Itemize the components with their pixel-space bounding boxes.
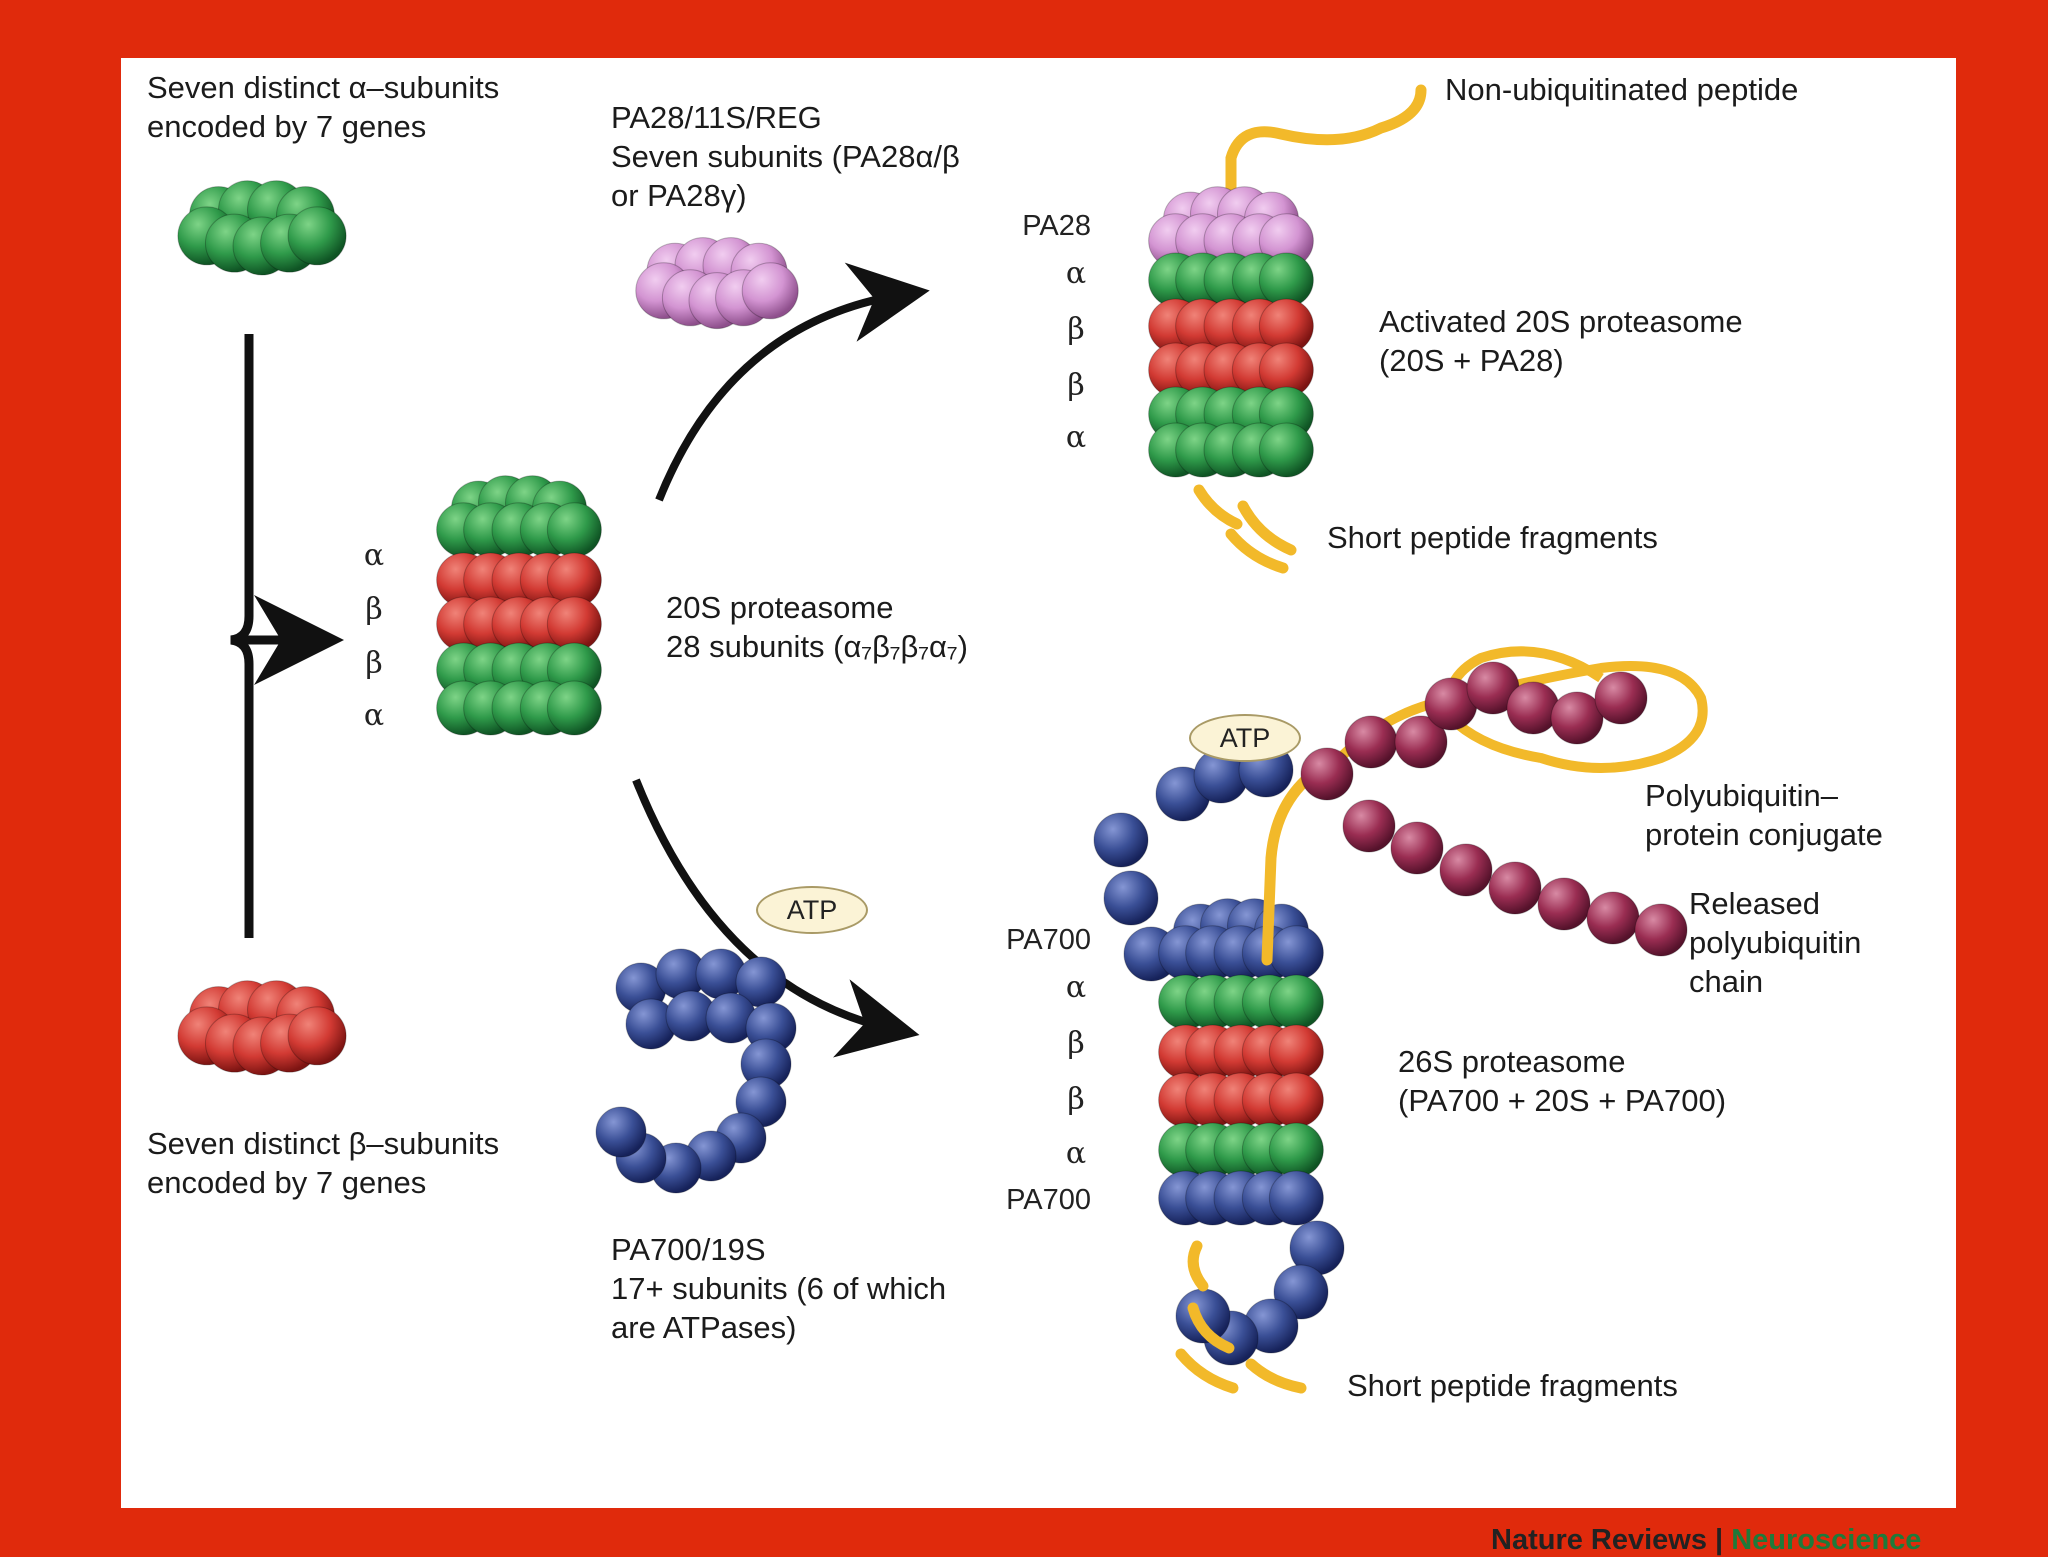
beta-ring-cluster — [177, 980, 347, 1076]
ubiquitin-ball — [1390, 821, 1444, 875]
alpha-ring-ball — [546, 502, 602, 558]
pa700-lid-ball — [1103, 870, 1159, 926]
pa700-cluster — [595, 948, 797, 1194]
stack-activated-ring-3: β — [1067, 312, 1085, 347]
credit-separator: | — [1707, 1524, 1732, 1556]
ubiquitin-ball — [1488, 861, 1542, 915]
ubiquitin-ball — [1537, 877, 1591, 931]
pa700-info-label: PA700/19S 17+ subunits (6 of which are A… — [611, 1232, 947, 1345]
proteasome-26s — [1093, 742, 1345, 1366]
activated-peptide — [1225, 84, 1427, 214]
stack-20s-ring-4: α — [363, 698, 385, 733]
alpha-subunits-label: Seven distinct α–subunits encoded by 7 g… — [147, 70, 500, 144]
ubiquitin-ball — [1342, 799, 1396, 853]
atp-badge-26s: ATP — [1189, 714, 1301, 762]
pa28-subunit-ball — [741, 262, 799, 320]
figure-panel: Seven distinct α–subunits encoded by 7 g… — [121, 58, 1956, 1556]
stack-26s-ring-1: PA700 — [1006, 924, 1091, 956]
pa28-cluster — [635, 237, 799, 330]
non-ubiquitinated-peptide-label: Non-ubiquitinated peptide — [1445, 72, 1799, 107]
pa700-lid-ball — [1268, 1170, 1324, 1226]
polyubiquitin-conjugate — [1300, 646, 1708, 801]
ubiquitin-ball — [1394, 715, 1448, 769]
pa700-lid-ball — [1093, 812, 1149, 868]
ubiquitin-ball — [1439, 843, 1493, 897]
ubiquitin-ball — [1550, 691, 1604, 745]
ubiquitin-ball — [1634, 903, 1688, 957]
stack-activated-ring-1: PA28 — [1022, 210, 1091, 242]
alpha-ring-ball — [546, 680, 602, 736]
stack-20s-ring-1: α — [363, 538, 385, 573]
stack-26s-ring-4: β — [1067, 1082, 1085, 1117]
beta-ring-ball — [1268, 1072, 1324, 1128]
proteasome-20s-label: 20S proteasome 28 subunits (α₇β₇β₇α₇) — [666, 590, 968, 664]
beta-subunits-label: Seven distinct β–subunits encoded by 7 g… — [147, 1126, 500, 1200]
beta-subunit-ball — [287, 1006, 347, 1066]
alpha-subunit-ball — [287, 206, 347, 266]
stack-activated-ring-4: β — [1067, 368, 1085, 403]
short-peptide-fragments-bottom — [1175, 1240, 1307, 1394]
ubiquitin-ball — [1344, 715, 1398, 769]
stack-26s-ring-6: PA700 — [1006, 1184, 1091, 1216]
journal-credit: Nature Reviews | Neuroscience — [1491, 1524, 1921, 1557]
ubiquitin-ball — [1300, 747, 1354, 801]
ubiquitin-ball — [1506, 681, 1560, 735]
stack-activated-ring-5: α — [1065, 420, 1087, 455]
alpha-ring-cluster — [177, 180, 347, 276]
pa28-info-label: PA28/11S/REG Seven subunits (PA28α/β or … — [611, 100, 960, 213]
stack-activated-ring-2: α — [1065, 256, 1087, 291]
stack-26s-ring-3: β — [1067, 1026, 1085, 1061]
short-fragments-bottom-label: Short peptide fragments — [1347, 1368, 1678, 1403]
stack-20s-ring-2: β — [365, 592, 383, 627]
activation-arrow — [655, 262, 930, 502]
proteasome-20s — [436, 475, 602, 736]
proteasome-activated — [1148, 186, 1314, 478]
assembly-bracket — [230, 334, 344, 938]
pa700-subunit-ball — [595, 1106, 647, 1158]
credit-journal: Neuroscience — [1731, 1524, 1922, 1556]
proteasome-diagram — [177, 84, 1708, 1394]
stack-26s-ring-5: α — [1065, 1136, 1087, 1171]
released-polyubiquitin-chain — [1342, 799, 1688, 957]
polyubiquitin-conjugate-label: Polyubiquitin– protein conjugate — [1645, 778, 1883, 852]
ubiquitin-ball — [1586, 891, 1640, 945]
stack-26s-ring-2: α — [1065, 970, 1087, 1005]
activated-20s-label: Activated 20S proteasome (20S + PA28) — [1379, 304, 1743, 378]
alpha-ring-ball — [1258, 422, 1314, 478]
credit-brand: Nature Reviews — [1491, 1524, 1707, 1556]
alpha-ring-ball — [1268, 1122, 1324, 1178]
released-chain-label: Released polyubiquitin chain — [1689, 886, 1862, 999]
atp-badge-arrow: ATP — [756, 886, 868, 934]
proteasome-26s-label: 26S proteasome (PA700 + 20S + PA700) — [1398, 1044, 1727, 1118]
short-peptide-fragments-top — [1193, 484, 1297, 574]
stack-20s-ring-3: β — [365, 646, 383, 681]
ubiquitin-ball — [1594, 671, 1648, 725]
beta-ring-ball — [1268, 1024, 1324, 1080]
alpha-ring-ball — [1268, 974, 1324, 1030]
atp-arrow — [632, 778, 920, 1058]
pa700-lid-ball — [1268, 925, 1324, 981]
short-fragments-top-label: Short peptide fragments — [1327, 520, 1658, 555]
